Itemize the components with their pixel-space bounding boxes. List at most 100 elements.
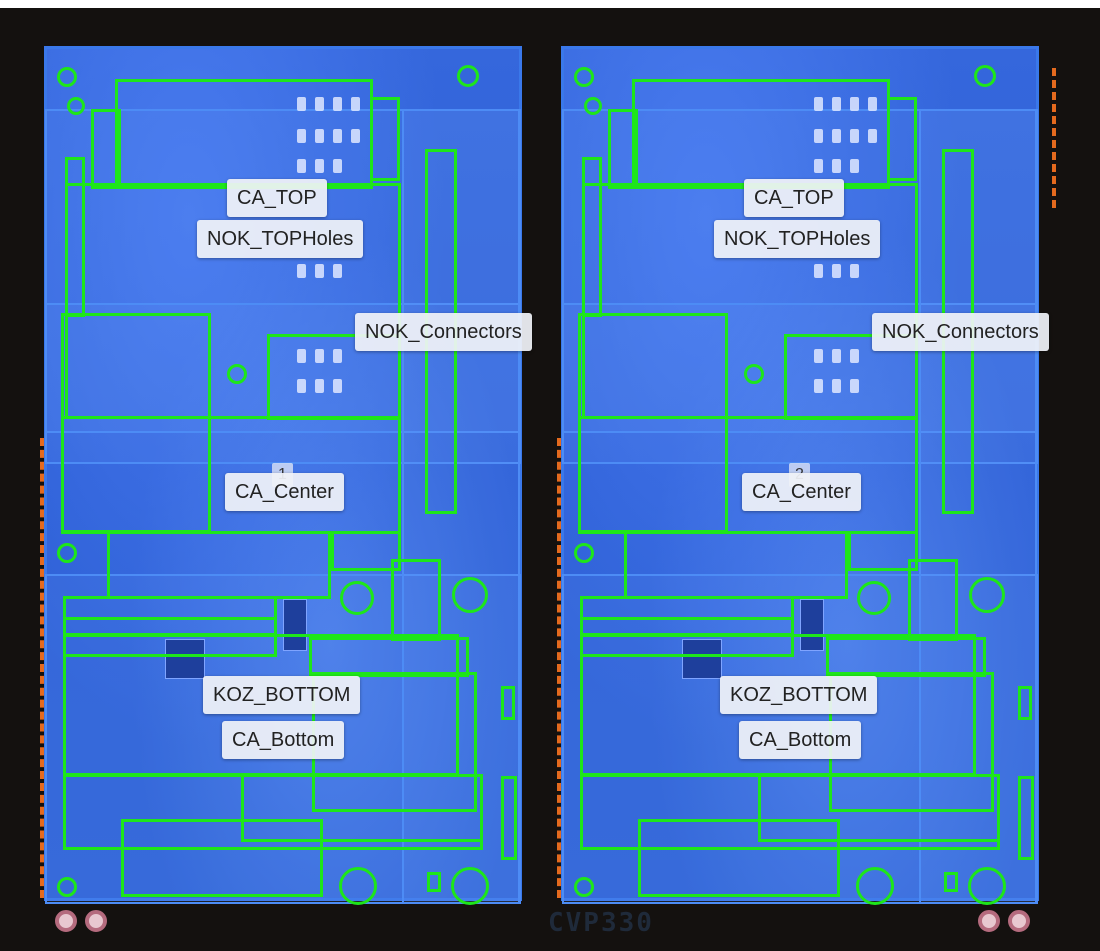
panel-2[interactable]: 2 CA_TOP NOK_TOPHoles NOK_Connectors CA_… <box>561 46 1049 905</box>
fiducial-hole-icon[interactable] <box>574 543 594 563</box>
region-outline[interactable] <box>908 559 958 641</box>
center-rail-marking <box>557 438 565 898</box>
region-outline[interactable] <box>638 819 840 897</box>
smd-pad <box>814 97 823 111</box>
fiducial-hole-icon[interactable] <box>574 877 594 897</box>
fiducial-hole-icon[interactable] <box>57 67 77 87</box>
fiducial-hole-icon[interactable] <box>227 364 247 384</box>
mounting-hole-icon[interactable] <box>969 577 1005 613</box>
label-ca-top[interactable]: CA_TOP <box>227 179 327 217</box>
region-outline[interactable] <box>427 872 441 892</box>
smd-pad <box>850 129 859 143</box>
mounting-hole-icon[interactable] <box>340 581 374 615</box>
region-outline[interactable] <box>370 97 400 181</box>
blue-region-right[interactable] <box>919 109 1037 904</box>
smd-pad <box>297 349 306 363</box>
tooling-hole-icon <box>85 910 107 932</box>
smd-pad <box>814 129 823 143</box>
smd-pad <box>832 97 841 111</box>
label-koz-bottom[interactable]: KOZ_BOTTOM <box>203 676 361 714</box>
mounting-hole-icon[interactable] <box>856 867 894 905</box>
region-outline[interactable] <box>944 872 958 892</box>
label-ca-center[interactable]: CA_Center <box>225 473 344 511</box>
smd-pad <box>850 264 859 278</box>
region-outline[interactable] <box>241 774 483 842</box>
region-outline[interactable] <box>501 686 515 720</box>
smd-pad <box>315 159 324 173</box>
tooling-hole-icon <box>1008 910 1030 932</box>
mounting-hole-icon[interactable] <box>451 867 489 905</box>
label-ca-top[interactable]: CA_TOP <box>744 179 844 217</box>
tooling-hole-icon <box>55 910 77 932</box>
label-ca-center[interactable]: CA_Center <box>742 473 861 511</box>
pcb-board-view: 1 CA_TOP NOK_TOPHoles NOK_Connectors CA_… <box>0 8 1100 951</box>
region-outline[interactable] <box>624 531 848 599</box>
blue-region-top[interactable] <box>45 109 521 464</box>
region-outline[interactable] <box>331 531 401 571</box>
label-ca-bottom[interactable]: CA_Bottom <box>739 721 862 759</box>
fiducial-hole-icon[interactable] <box>974 65 996 87</box>
label-nok-top-holes[interactable]: NOK_TOPHoles <box>197 220 364 258</box>
region-outline[interactable] <box>887 97 917 181</box>
smd-pad <box>333 159 342 173</box>
smd-pad <box>333 379 342 393</box>
silkscreen-marking: CVP330 <box>548 908 654 938</box>
region-outline[interactable] <box>121 819 323 897</box>
smd-pad <box>297 129 306 143</box>
region-outline[interactable] <box>608 109 638 189</box>
label-nok-top-holes[interactable]: NOK_TOPHoles <box>714 220 881 258</box>
smd-pad <box>297 97 306 111</box>
ic-chip <box>283 599 307 651</box>
smd-pad <box>868 129 877 143</box>
region-outline[interactable] <box>107 531 331 599</box>
region-outline[interactable] <box>501 776 517 860</box>
fiducial-hole-icon[interactable] <box>744 364 764 384</box>
smd-pad <box>351 97 360 111</box>
left-rail-marking <box>40 438 48 898</box>
smd-pad <box>333 349 342 363</box>
fiducial-hole-icon[interactable] <box>57 543 77 563</box>
region-outline[interactable] <box>391 559 441 641</box>
mounting-hole-icon[interactable] <box>857 581 891 615</box>
smd-pad <box>351 129 360 143</box>
smd-pad <box>333 97 342 111</box>
smd-pad <box>814 349 823 363</box>
region-outline[interactable] <box>115 79 373 189</box>
label-koz-bottom[interactable]: KOZ_BOTTOM <box>720 676 878 714</box>
smd-pad <box>850 379 859 393</box>
region-outline[interactable] <box>309 637 469 677</box>
mounting-hole-icon[interactable] <box>339 867 377 905</box>
mounting-hole-icon[interactable] <box>452 577 488 613</box>
fiducial-hole-icon[interactable] <box>584 97 602 115</box>
fiducial-hole-icon[interactable] <box>67 97 85 115</box>
smd-pad <box>868 97 877 111</box>
smd-pad <box>315 97 324 111</box>
smd-pad <box>832 349 841 363</box>
region-outline[interactable] <box>1018 686 1032 720</box>
smd-pad <box>814 159 823 173</box>
mounting-hole-icon[interactable] <box>968 867 1006 905</box>
label-nok-connectors[interactable]: NOK_Connectors <box>872 313 1049 351</box>
region-outline[interactable] <box>91 109 121 189</box>
smd-pad <box>832 264 841 278</box>
fiducial-hole-icon[interactable] <box>457 65 479 87</box>
smd-pad <box>315 379 324 393</box>
smd-pad <box>297 159 306 173</box>
smd-pad <box>333 264 342 278</box>
blue-region-right[interactable] <box>402 109 520 904</box>
smd-pad <box>832 129 841 143</box>
smd-pad <box>814 379 823 393</box>
region-outline[interactable] <box>826 637 986 677</box>
label-ca-bottom[interactable]: CA_Bottom <box>222 721 345 759</box>
region-outline[interactable] <box>848 531 918 571</box>
blue-region-top[interactable] <box>562 109 1038 464</box>
region-outline[interactable] <box>758 774 1000 842</box>
smd-pad <box>333 129 342 143</box>
fiducial-hole-icon[interactable] <box>574 67 594 87</box>
region-outline[interactable] <box>632 79 890 189</box>
label-nok-connectors[interactable]: NOK_Connectors <box>355 313 532 351</box>
panel-1[interactable]: 1 CA_TOP NOK_TOPHoles NOK_Connectors CA_… <box>44 46 532 905</box>
region-outline[interactable] <box>1018 776 1034 860</box>
tooling-hole-icon <box>978 910 1000 932</box>
fiducial-hole-icon[interactable] <box>57 877 77 897</box>
